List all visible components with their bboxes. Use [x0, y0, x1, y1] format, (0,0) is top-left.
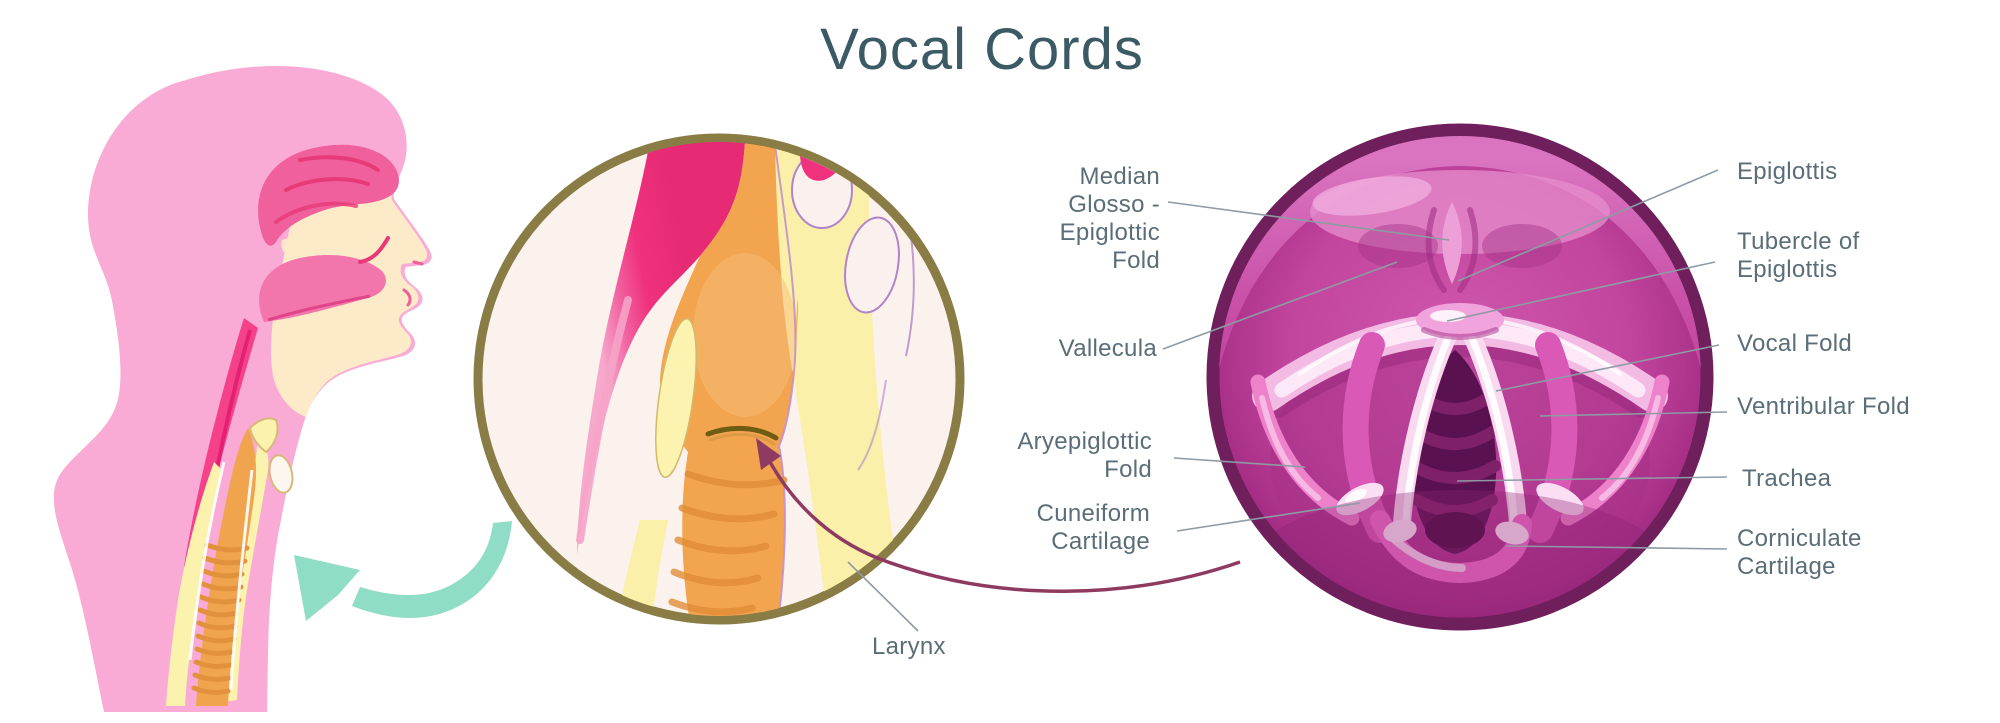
tongue-outline [267, 294, 371, 322]
nasal-palate-mass [258, 144, 399, 246]
nasal-swirl-lines [274, 155, 380, 224]
page-title: Vocal Cords [820, 17, 1144, 82]
leader-trachea [1456, 476, 1728, 482]
dome-shine [1312, 176, 1432, 216]
lower-yellow-strip [618, 520, 668, 616]
palate-strip [281, 231, 390, 256]
cream-pocket-2 [844, 216, 900, 314]
interarytenoid-shine [1391, 536, 1466, 572]
vocal-fold-slit [705, 425, 779, 441]
corniculate-bump-left [1383, 519, 1417, 543]
head-profile-illustration [53, 66, 432, 712]
aryepiglottic-shine-right [1599, 395, 1661, 501]
leader-larynx [847, 561, 919, 632]
cuneiform-shine-left [1345, 488, 1367, 504]
hyoid-pocket [268, 454, 294, 494]
label-tubercle-of-epiglottis: Tubercle of Epiglottis [1737, 228, 1860, 283]
cartilage-white-gaps [188, 461, 254, 691]
vallecula-dip-left [1358, 224, 1438, 268]
slit-shadow [708, 432, 776, 446]
zoom-arrow-head [294, 555, 360, 621]
label-median-glosso-epiglottic-fold: Median Glosso - Epiglottic Fold [1059, 163, 1160, 274]
label-corniculate-cartilage: Corniculate Cartilage [1737, 525, 1862, 580]
epiglottis-flap [248, 417, 279, 454]
leader-vocal-fold [1495, 344, 1720, 392]
airway-tube [196, 428, 256, 706]
closeup-trachea-rings [668, 470, 788, 616]
label-aryepiglottic-fold: Aryepiglottic Fold [1017, 428, 1152, 483]
leader-vallecula [1162, 261, 1398, 350]
cuneiform-bump-right [1536, 482, 1584, 516]
label-vallecula: Vallecula [1058, 335, 1157, 362]
uvula-line [358, 236, 390, 264]
label-cuneiform-cartilage: Cuneiform Cartilage [1036, 500, 1150, 555]
zoom-arrow-icon [294, 521, 512, 621]
ventricular-fold-left [1342, 332, 1393, 543]
median-fold-shadow-left [1425, 207, 1447, 293]
label-ventribular-fold: Ventribular Fold [1737, 393, 1910, 420]
tubercle-shadow [1421, 327, 1499, 340]
vocal-fold-left-core [1402, 334, 1452, 524]
laryngoscopy-arrow-curve [768, 461, 1241, 593]
label-larynx: Larynx [872, 633, 946, 660]
esophagus-highlight [576, 296, 632, 544]
leader-median-glosso [1167, 201, 1450, 241]
trachea-rings [191, 542, 250, 695]
esophagus-band [577, 142, 745, 554]
trachea-bottom-dark [1425, 512, 1485, 548]
thyroid-bulge-highlight [693, 253, 797, 417]
tongue [259, 254, 386, 322]
orange-purple-edge [774, 144, 797, 616]
label-vocal-fold: Vocal Fold [1737, 330, 1853, 357]
label-epiglottis: Epiglottis [1737, 158, 1838, 185]
aryepiglottic-shine-left [1259, 395, 1321, 501]
vallecula-dip-right [1482, 224, 1562, 268]
laryngoscopy-arrow-head [756, 438, 781, 470]
leader-epiglottis [1457, 169, 1719, 282]
epiglottis-lens [655, 317, 697, 479]
larynx-closeup-circle [473, 133, 965, 625]
label-trachea: Trachea [1742, 465, 1832, 492]
lip-nostril-accents [402, 260, 424, 307]
median-glosso-fold-shape [1442, 202, 1462, 284]
corniculate-bump-right [1495, 521, 1529, 545]
leader-aryepiglottic [1173, 457, 1306, 468]
zoom-arrow-body [352, 521, 512, 619]
vocal-cords-circle [1206, 123, 1714, 631]
leader-cuneiform [1176, 502, 1361, 532]
median-fold-shadow-right [1457, 207, 1479, 293]
rim-shadow [1268, 337, 1652, 418]
vocal-fold-right-core [1468, 334, 1518, 524]
leader-lines [847, 169, 1728, 632]
leader-corniculate [1505, 545, 1728, 550]
leader-ventribular [1539, 411, 1728, 417]
leader-tubercle [1446, 261, 1716, 322]
ventricular-fold-right [1527, 332, 1578, 543]
laryngoscopy-arrow-icon [756, 438, 1241, 593]
left-cartilage-band [166, 462, 222, 706]
yellow-band-right [775, 142, 907, 616]
